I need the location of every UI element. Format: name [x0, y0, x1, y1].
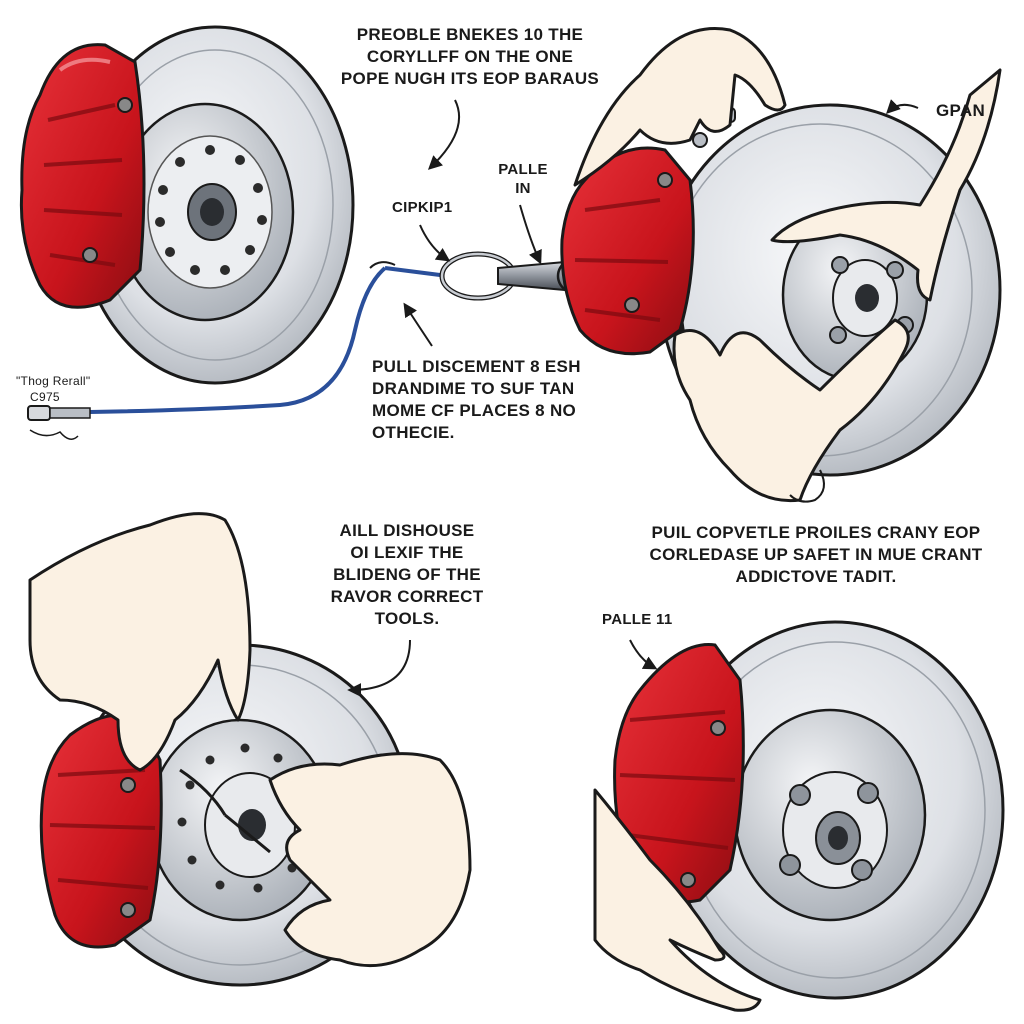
callout-line: PALLE — [498, 161, 548, 178]
callout-line: "Thog Rerall" — [16, 374, 91, 388]
callout-line: CORLEDASE UP SAFET IN MUE CRANT — [649, 545, 983, 564]
callout-lower-right: PUIL COPVETLE PROILES CRANY EOP CORLEDAS… — [636, 522, 996, 588]
hand-bottom-left-upper — [28, 512, 252, 772]
brake-caliper — [560, 146, 695, 356]
callout-sensor: "Thog Rerall" C975 — [16, 373, 90, 405]
hand-bottom-left-lower — [268, 752, 472, 968]
callout-line: OI LEXIF THE — [350, 543, 464, 562]
callout-line: PREOBLE BNEKES 10 THE — [356, 25, 584, 44]
callout-line: TOOLS. — [374, 609, 440, 628]
callout-line: PUIL COPVETLE PROILES CRANY EOP — [651, 523, 981, 542]
callout-top-right: GPAN — [936, 100, 985, 122]
callout-tool: PALLE IN — [488, 160, 558, 198]
caliper-bolt — [120, 902, 136, 918]
callout-caliper: PALLE 11 — [602, 610, 672, 629]
hand-bottom-right — [593, 788, 762, 1012]
callout-line: C975 — [30, 390, 60, 404]
hand-top-right-upper — [573, 27, 787, 187]
callout-line: RAVOR CORRECT — [330, 587, 484, 606]
caliper-bolt — [117, 97, 133, 113]
brake-assembly-bottom-right — [613, 620, 1005, 1000]
caliper-bolt — [624, 297, 640, 313]
callout-line: BLIDENG OF THE — [333, 565, 481, 584]
callout-lower-left: AILL DISHOUSE OI LEXIF THE BLIDENG OF TH… — [322, 520, 492, 630]
wear-sensor-wire — [27, 261, 441, 440]
callout-line: CORYLLFF ON THE ONE — [366, 47, 574, 66]
retaining-wire — [179, 768, 271, 854]
sensor-connector — [27, 405, 51, 421]
caliper-bolt — [710, 720, 726, 736]
callout-line: ADDICTOVE TADIT. — [735, 567, 897, 586]
caliper-bolt — [680, 872, 696, 888]
callout-line: PALLE 11 — [602, 611, 673, 628]
callout-line: PULL DISCEMENT 8 ESH — [372, 357, 581, 376]
hand-top-right-lower — [672, 318, 910, 503]
callout-top-center: PREOBLE BNEKES 10 THE CORYLLFF ON THE ON… — [340, 24, 600, 90]
lug-holes — [155, 145, 267, 275]
callout-middle: PULL DISCEMENT 8 ESH DRANDIME TO SUF TAN… — [372, 356, 581, 444]
caliper-bolt — [120, 777, 136, 793]
caliper-bolt — [82, 247, 98, 263]
callout-line: OTHECIE. — [372, 423, 455, 442]
callout-line: MOME CF PLACES 8 NO — [372, 401, 577, 420]
callout-arrows — [347, 99, 919, 697]
caliper-bolt — [657, 172, 673, 188]
callout-line: AILL DISHOUSE — [339, 521, 475, 540]
brake-assembly-top-left — [19, 25, 355, 385]
callout-line: DRANDIME TO SUF TAN — [372, 379, 575, 398]
brake-caliper — [19, 43, 146, 309]
callout-line: POPE NUGH ITS EOP BARAUS — [340, 69, 600, 88]
callout-line: CIPKIP1 — [392, 199, 453, 216]
wheel-studs — [779, 782, 879, 881]
hand-top-right-side — [770, 68, 1002, 302]
callout-line: IN — [515, 180, 531, 197]
callout-clip: CIPKIP1 — [392, 198, 452, 217]
callout-line: GPAN — [936, 101, 986, 120]
